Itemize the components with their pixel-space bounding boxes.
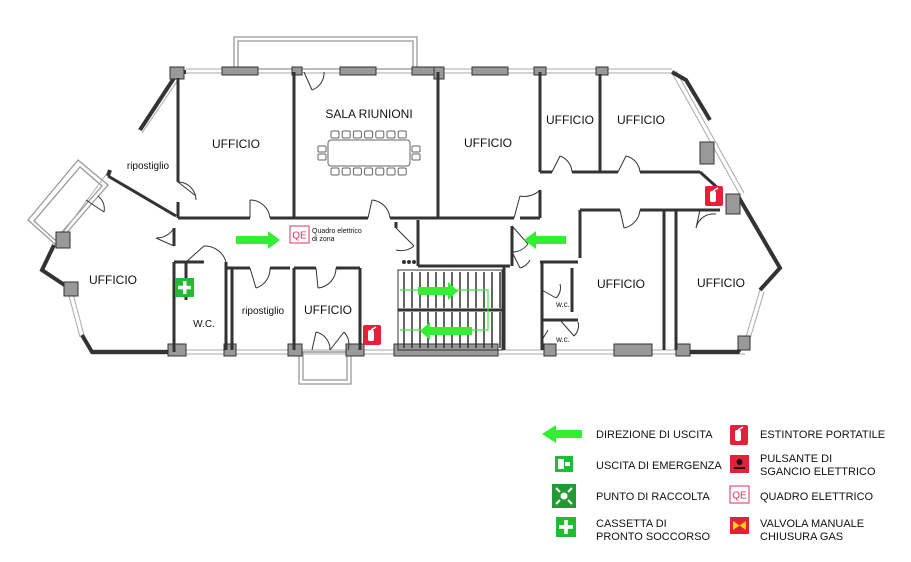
legend-exit-direction: DIREZIONE DI USCITA bbox=[542, 425, 713, 443]
room-label-ufficio: UFFICIO bbox=[304, 303, 352, 317]
room-label-ufficio: UFFICIO bbox=[697, 276, 745, 290]
chair bbox=[386, 167, 396, 176]
doors bbox=[85, 71, 717, 351]
chair bbox=[341, 167, 351, 176]
fire-extinguisher-icon bbox=[705, 186, 723, 206]
legend-qe-code: QE bbox=[732, 491, 747, 502]
electrical-panel-icon: QE bbox=[289, 225, 310, 244]
chair bbox=[330, 130, 340, 139]
chair bbox=[397, 130, 407, 139]
meeting-table bbox=[317, 130, 421, 176]
chair bbox=[364, 167, 374, 176]
room-label-wc: w.c. bbox=[555, 300, 570, 309]
stairs bbox=[397, 260, 503, 351]
qe-code: QE bbox=[292, 231, 307, 242]
legend-power-cutoff: PULSANTE DI SGANCIO ELETTRICO bbox=[730, 453, 876, 478]
room-label-ufficio: UFFICIO bbox=[546, 113, 594, 127]
exit-arrow-corridor-right bbox=[524, 231, 566, 249]
legend-fire-extinguisher: ESTINTORE PORTATILE bbox=[730, 425, 885, 445]
first-aid-icon bbox=[175, 278, 194, 297]
legend-label-gas-valve-line2: CHIUSURA GAS bbox=[760, 531, 843, 543]
chair bbox=[364, 130, 374, 139]
room-label-wc: w.c. bbox=[555, 335, 570, 344]
room-label-wc: W.C. bbox=[193, 319, 215, 330]
qe-caption-line1: Quadro elettrico bbox=[312, 228, 362, 235]
room-label-ripostiglio: ripostiglio bbox=[127, 161, 170, 172]
balcony-bottom bbox=[298, 351, 352, 385]
electrical-panel-icon bbox=[729, 485, 750, 504]
fire-extinguisher-icon bbox=[363, 325, 381, 345]
legend-label-first-aid-line2: PRONTO SOCCORSO bbox=[596, 531, 711, 543]
legend-first-aid: CASSETTA DI PRONTO SOCCORSO bbox=[556, 517, 711, 543]
chair bbox=[330, 167, 340, 176]
chair bbox=[375, 130, 385, 139]
room-label-ufficio: UFFICIO bbox=[464, 136, 512, 150]
qe-caption-line2: di zona bbox=[312, 236, 335, 243]
chair bbox=[341, 130, 351, 139]
legend-emergency-exit: USCITA DI EMERGENZA bbox=[555, 456, 722, 472]
legend: DIREZIONE DI USCITA USCITA DI EMERGENZA … bbox=[542, 425, 885, 543]
interior-walls bbox=[107, 72, 722, 352]
chair bbox=[386, 130, 396, 139]
balcony-top bbox=[233, 36, 418, 70]
legend-label-assembly-point: PUNTO DI RACCOLTA bbox=[596, 491, 710, 503]
chair bbox=[397, 167, 407, 176]
legend-gas-valve: VALVOLA MANUALE CHIUSURA GAS bbox=[730, 517, 864, 543]
legend-label-fire-extinguisher: ESTINTORE PORTATILE bbox=[760, 429, 885, 441]
chair bbox=[352, 167, 362, 176]
legend-label-emergency-exit: USCITA DI EMERGENZA bbox=[596, 460, 722, 472]
exit-arrow-stair-lower bbox=[420, 322, 472, 340]
exit-arrow-stair-upper bbox=[418, 282, 458, 300]
room-label-ufficio: UFFICIO bbox=[597, 277, 645, 291]
exit-arrow-corridor-left bbox=[236, 231, 280, 249]
legend-electrical-panel: QE QUADRO ELETTRICO bbox=[729, 485, 874, 504]
legend-label-exit-direction: DIREZIONE DI USCITA bbox=[596, 429, 713, 441]
room-label-ufficio: UFFICIO bbox=[212, 137, 260, 151]
chair bbox=[352, 130, 362, 139]
legend-assembly-point: PUNTO DI RACCOLTA bbox=[552, 484, 710, 508]
exit-arrow-icon bbox=[542, 425, 582, 443]
room-label-ufficio: UFFICIO bbox=[617, 113, 665, 127]
legend-label-power-cutoff-line2: SGANCIO ELETTRICO bbox=[760, 466, 876, 478]
room-label-sala-riunioni: SALA RIUNIONI bbox=[325, 107, 412, 121]
room-label-ufficio: UFFICIO bbox=[89, 273, 137, 287]
legend-label-gas-valve-line1: VALVOLA MANUALE bbox=[760, 518, 864, 530]
chair bbox=[375, 167, 385, 176]
legend-label-electrical-panel: QUADRO ELETTRICO bbox=[760, 491, 874, 503]
legend-label-first-aid-line1: CASSETTA DI bbox=[596, 518, 667, 530]
legend-label-power-cutoff-line1: PULSANTE DI bbox=[760, 453, 832, 465]
room-label-ripostiglio: ripostiglio bbox=[242, 306, 285, 317]
